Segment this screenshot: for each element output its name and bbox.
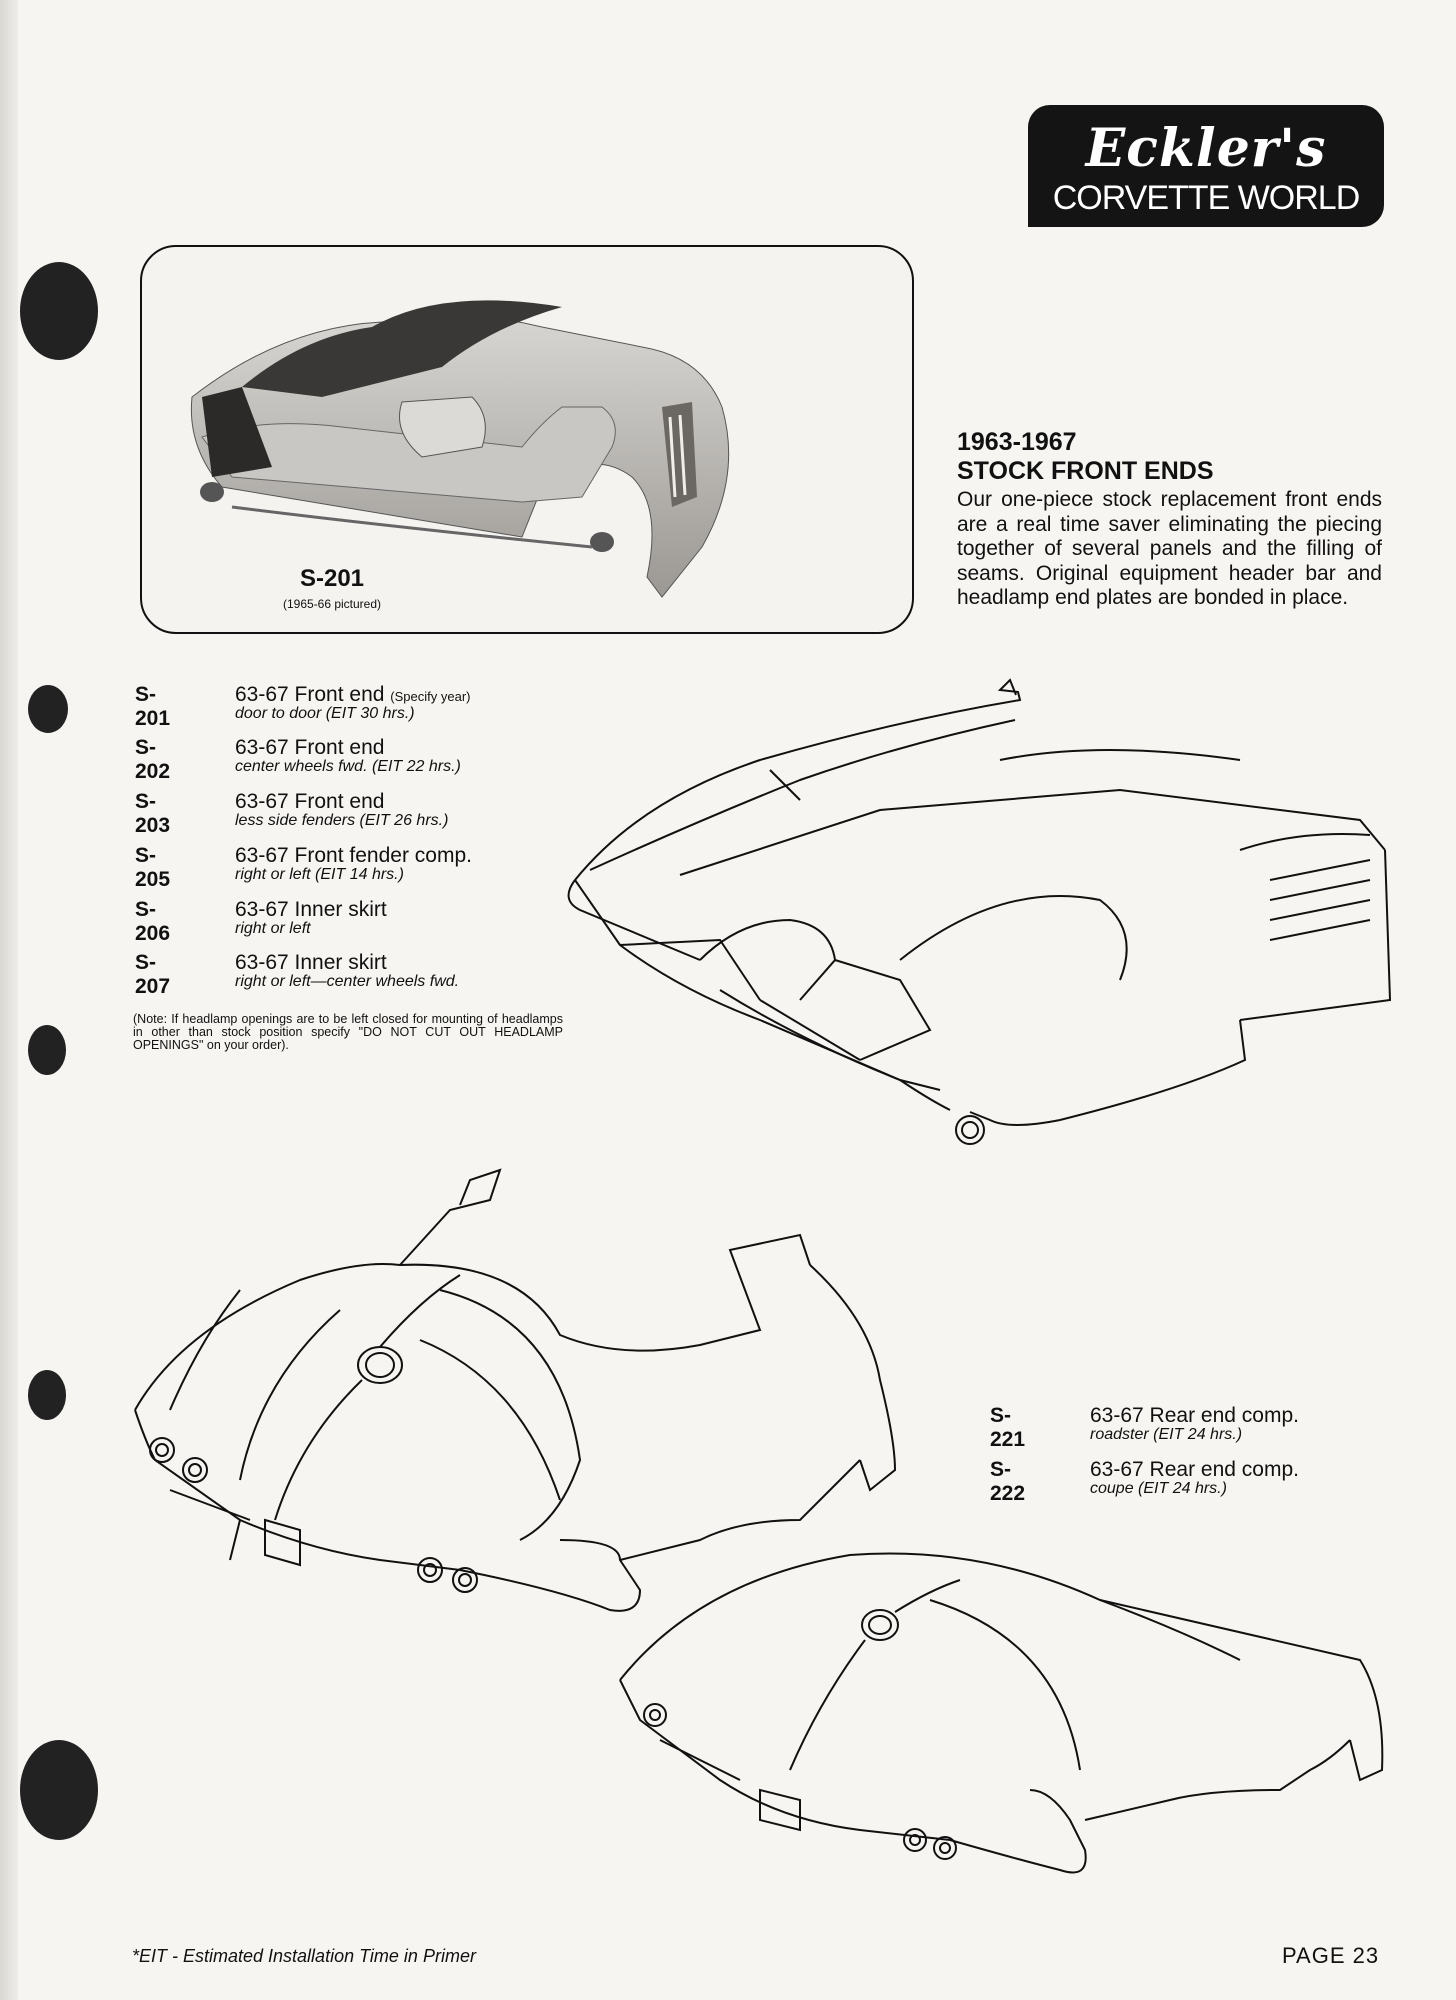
photo-part-code: S-201 — [299, 565, 365, 592]
headlamp-note: (Note: If headlamp openings are to be le… — [133, 1012, 563, 1052]
part-code: S-206 — [135, 898, 171, 945]
part-desc: 63-67 Inner skirt — [235, 951, 387, 974]
part-sub: coupe (EIT 24 hrs.) — [1090, 1480, 1227, 1497]
binder-hole — [20, 262, 98, 360]
part-sub: door to door (EIT 30 hrs.) — [235, 705, 415, 722]
part-sub: roadster (EIT 24 hrs.) — [1090, 1426, 1243, 1443]
feature-block: 1963-1967 STOCK FRONT ENDS Our one-piece… — [957, 428, 1382, 611]
eckler-logo: Eckler's CORVETTE WORLD — [1028, 105, 1384, 227]
part-desc: 63-67 Rear end comp. — [1090, 1458, 1299, 1481]
part-desc: 63-67 Rear end comp. — [1090, 1404, 1299, 1427]
feature-title: STOCK FRONT ENDS — [957, 457, 1214, 485]
part-code: S-201 — [135, 683, 171, 730]
binder-hole — [28, 685, 68, 733]
part-desc: 63-67 Front fender comp. — [235, 844, 472, 867]
part-code: S-202 — [135, 736, 171, 783]
part-code: S-203 — [135, 790, 171, 837]
feature-years: 1963-1967 — [957, 428, 1077, 456]
product-photo-frame: S-201 (1965-66 pictured) — [140, 245, 914, 634]
part-desc: 63-67 Front end (Specify year) — [235, 683, 470, 709]
binder-hole — [28, 1370, 66, 1420]
part-code: S-221 — [990, 1404, 1026, 1451]
binder-hole — [28, 1025, 66, 1075]
part-code: S-205 — [135, 844, 171, 891]
photo-label: S-201 (1965-66 pictured) — [232, 565, 432, 611]
rear-end-roadster-drawing — [134, 1168, 897, 1612]
front-end-drawing — [567, 678, 1392, 1145]
feature-description: Our one-piece stock replacement front en… — [957, 488, 1382, 610]
logo-script: Eckler's — [1085, 118, 1327, 179]
part-sub: right or left — [235, 920, 311, 937]
part-sub: center wheels fwd. (EIT 22 hrs.) — [235, 758, 461, 775]
part-code: S-222 — [990, 1458, 1026, 1505]
footnote: *EIT - Estimated Installation Time in Pr… — [132, 1946, 476, 1966]
part-code: S-207 — [135, 951, 171, 998]
page-number: PAGE 23 — [1282, 1943, 1380, 1968]
rear-end-coupe-drawing — [619, 1552, 1384, 1874]
part-sub: less side fenders (EIT 26 hrs.) — [235, 812, 449, 829]
binder-hole — [20, 1740, 98, 1840]
photo-caption: (1965-66 pictured) — [282, 597, 382, 611]
part-desc-extra: (Specify year) — [390, 689, 471, 704]
part-sub: right or left—center wheels fwd. — [235, 973, 460, 990]
front-end-photo — [190, 300, 730, 598]
page-edge — [0, 0, 18, 2000]
part-desc: 63-67 Front end — [235, 736, 385, 759]
logo-subtitle: CORVETTE WORLD — [1052, 179, 1361, 217]
part-desc: 63-67 Inner skirt — [235, 898, 387, 921]
part-desc: 63-67 Front end — [235, 790, 385, 813]
part-sub: right or left (EIT 14 hrs.) — [235, 866, 404, 883]
part-desc-text: 63-67 Front end — [235, 683, 385, 706]
